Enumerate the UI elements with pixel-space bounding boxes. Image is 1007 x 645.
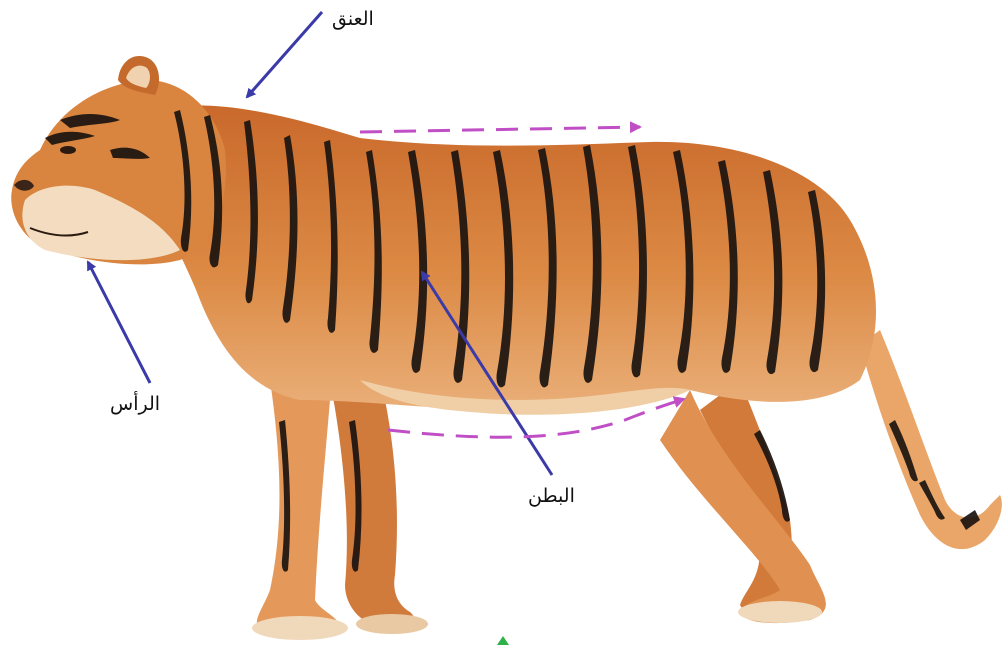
belly-label: البطن — [528, 485, 575, 507]
head-pointer-arrow — [88, 262, 150, 383]
triangle-up-icon — [497, 636, 509, 645]
head-label: الرأس — [110, 393, 160, 415]
neck-pointer-arrow — [247, 12, 322, 97]
neck-label: العنق — [332, 8, 374, 30]
back-dashed-arrow — [360, 127, 640, 132]
tiger-illustration-icon — [11, 56, 1002, 640]
